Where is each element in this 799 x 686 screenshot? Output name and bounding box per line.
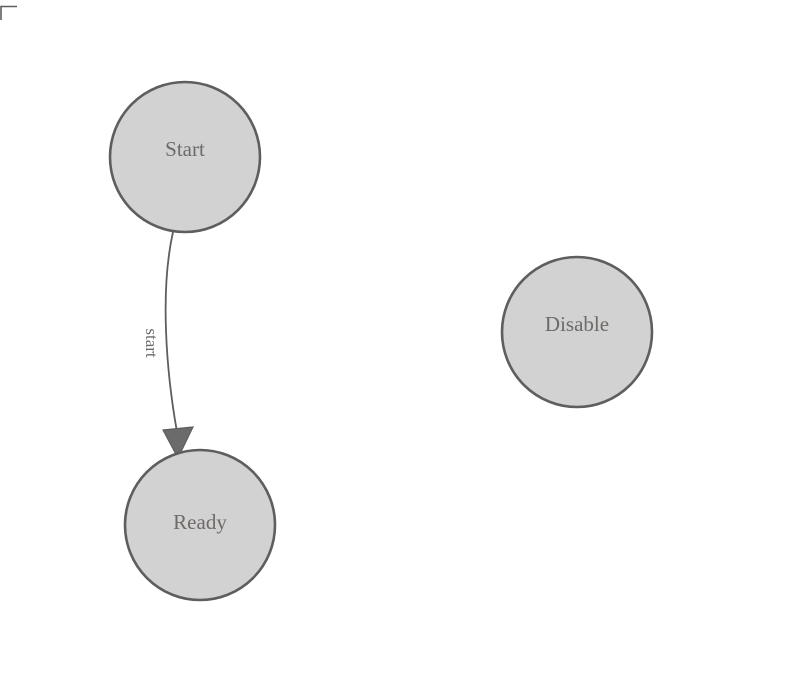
- arrowhead-icon: [162, 426, 195, 460]
- node-start-circle[interactable]: [108, 80, 262, 234]
- node-ready-label: Ready: [173, 510, 227, 534]
- edge-start-to-ready[interactable]: start: [142, 231, 195, 460]
- node-ready-circle[interactable]: [123, 448, 277, 602]
- edge-label-start: start: [142, 328, 161, 358]
- node-start-label: Start: [165, 137, 205, 161]
- node-disable[interactable]: Disable: [500, 255, 654, 409]
- edge-path: [164, 231, 178, 433]
- node-start[interactable]: Start: [108, 80, 262, 234]
- corner-registration-mark: [0, 5, 17, 20]
- node-disable-label: Disable: [545, 312, 609, 336]
- node-ready[interactable]: Ready: [123, 448, 277, 602]
- node-disable-circle[interactable]: [500, 255, 654, 409]
